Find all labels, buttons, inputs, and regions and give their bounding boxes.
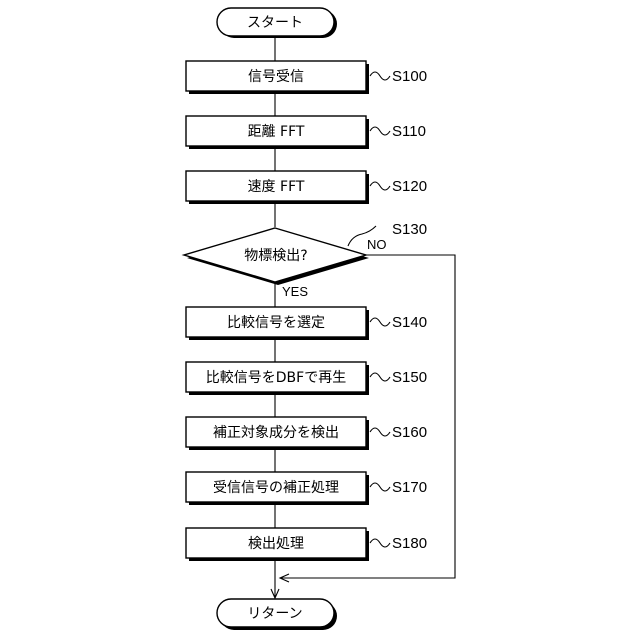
end-terminal: リターン <box>217 599 337 630</box>
step-id: S100 <box>392 68 427 85</box>
step-text: 受信信号の補正処理 <box>213 480 339 496</box>
step-id: S150 <box>392 369 427 386</box>
leader-squiggle <box>370 373 390 381</box>
end-label: リターン <box>247 606 302 622</box>
step-text: 速度 FFT <box>248 179 305 195</box>
process-box-s100: 信号受信 S100 <box>186 61 427 94</box>
yes-label: YES <box>282 284 308 299</box>
decision-text: 物標検出? <box>244 248 307 264</box>
step-id: S120 <box>392 178 427 195</box>
step-id: S130 <box>392 221 427 238</box>
leader-squiggle <box>370 318 390 326</box>
step-text: 検出処理 <box>248 536 304 552</box>
process-box-s110: 距離 FFT S110 <box>186 116 426 149</box>
leader-squiggle <box>370 72 390 80</box>
leader-squiggle <box>370 539 390 547</box>
step-text: 補正対象成分を検出 <box>213 425 339 441</box>
step-id: S180 <box>392 535 427 552</box>
decision-diamond-s130: 物標検出? S130 NO YES <box>184 221 427 299</box>
process-box-s150: 比較信号をDBFで再生 S150 <box>186 362 427 395</box>
start-terminal: スタート <box>217 8 337 38</box>
leader-squiggle <box>370 428 390 436</box>
step-text: 比較信号をDBFで再生 <box>206 370 346 386</box>
leader-squiggle <box>370 127 390 135</box>
leader-squiggle <box>370 483 390 491</box>
step-id: S110 <box>392 123 426 140</box>
process-box-s140: 比較信号を選定 S140 <box>186 307 427 340</box>
process-box-s170: 受信信号の補正処理 S170 <box>186 472 427 505</box>
leader-squiggle <box>370 182 390 190</box>
step-text: 距離 FFT <box>248 123 305 140</box>
step-text: 比較信号を選定 <box>227 315 325 331</box>
no-label: NO <box>367 237 387 252</box>
process-box-s120: 速度 FFT S120 <box>186 171 427 204</box>
start-label: スタート <box>247 15 303 31</box>
process-box-s160: 補正対象成分を検出 S160 <box>186 417 427 450</box>
step-text: 信号受信 <box>248 69 304 85</box>
step-id: S160 <box>392 424 427 441</box>
step-id: S140 <box>392 314 427 331</box>
step-id: S170 <box>392 479 427 496</box>
process-box-s180: 検出処理 S180 <box>186 528 427 561</box>
